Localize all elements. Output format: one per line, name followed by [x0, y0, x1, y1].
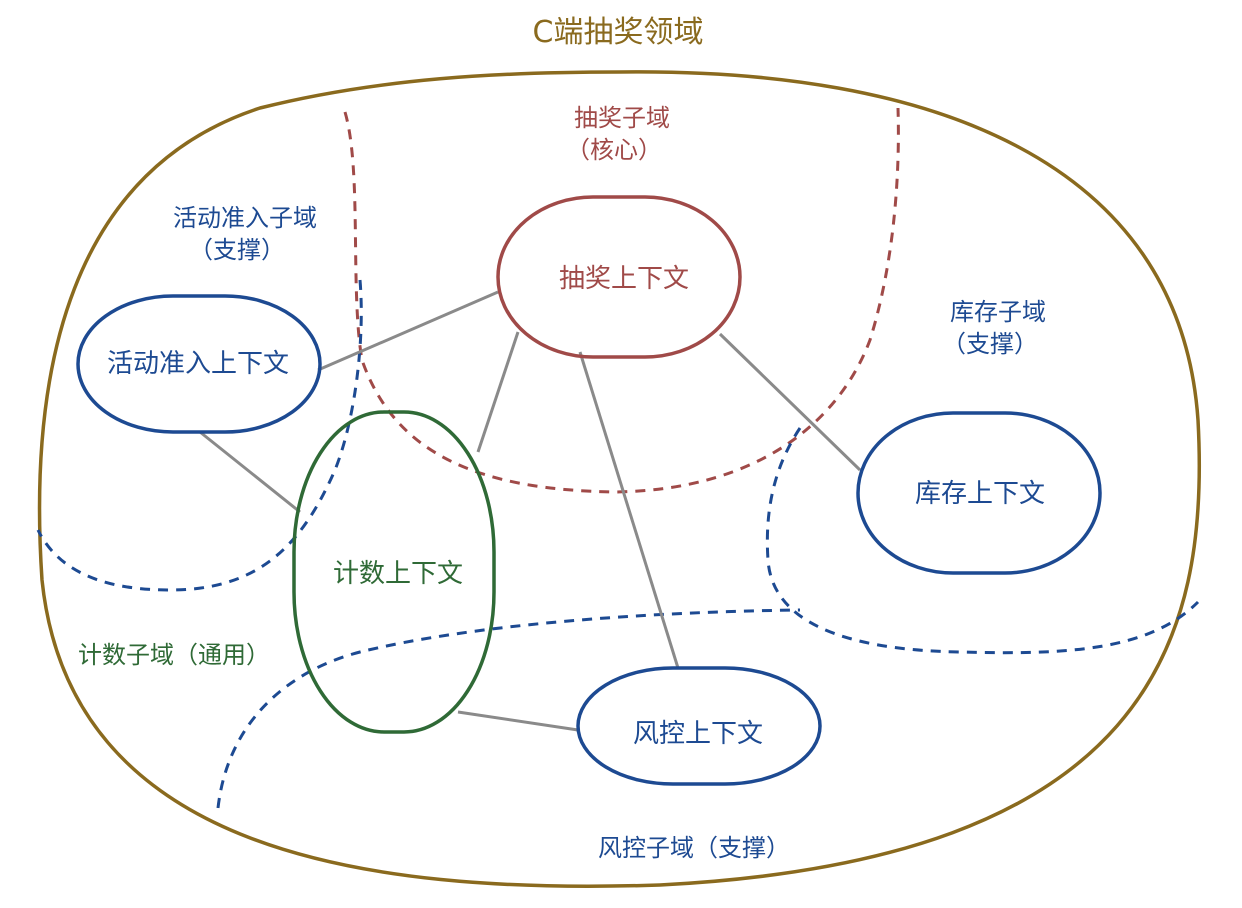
context-relations: [199, 290, 862, 732]
domain-title: C端抽奖领域: [533, 15, 704, 50]
lottery-context-shape: [496, 195, 742, 359]
risk-subdomain-boundary: [216, 608, 801, 809]
inventory-context-shape: [856, 411, 1102, 575]
relation-counter-risk: [457, 710, 579, 732]
risk-context-shape: [576, 666, 822, 786]
counter-context-shape: [292, 410, 496, 734]
activity-subdomain-boundary: [36, 279, 363, 592]
counter-context-label: 计数上下文: [333, 559, 463, 589]
lottery-subdomain-boundary: [343, 107, 900, 494]
lottery-context-label: 抽奖上下文: [559, 264, 689, 294]
relation-lottery-risk: [578, 351, 680, 669]
inventory-subdomain-boundary: [765, 427, 1200, 655]
activity-context-label: 活动准入上下文: [107, 349, 289, 379]
activity-context-shape: [76, 294, 322, 434]
activity-subdomain-type: （支撑）: [189, 236, 285, 264]
relation-lottery-inventory: [718, 332, 862, 472]
relation-activity-counter: [199, 430, 301, 514]
counter-subdomain-label: 计数子域（通用）: [78, 641, 270, 669]
domain-boundary: [37, 70, 1202, 888]
lottery-subdomain-name: 抽奖子域: [574, 104, 670, 132]
relation-lottery-activity: [317, 290, 499, 372]
risk-subdomain-label: 风控子域（支撑）: [598, 834, 790, 862]
activity-subdomain-name: 活动准入子域: [173, 204, 317, 232]
relation-lottery-counter: [476, 331, 520, 453]
inventory-subdomain-type: （支撑）: [942, 330, 1038, 358]
inventory-subdomain-name: 库存子域: [950, 298, 1046, 326]
risk-context-label: 风控上下文: [633, 719, 763, 749]
inventory-context-label: 库存上下文: [915, 479, 1045, 509]
lottery-subdomain-type: （核心）: [566, 136, 662, 164]
